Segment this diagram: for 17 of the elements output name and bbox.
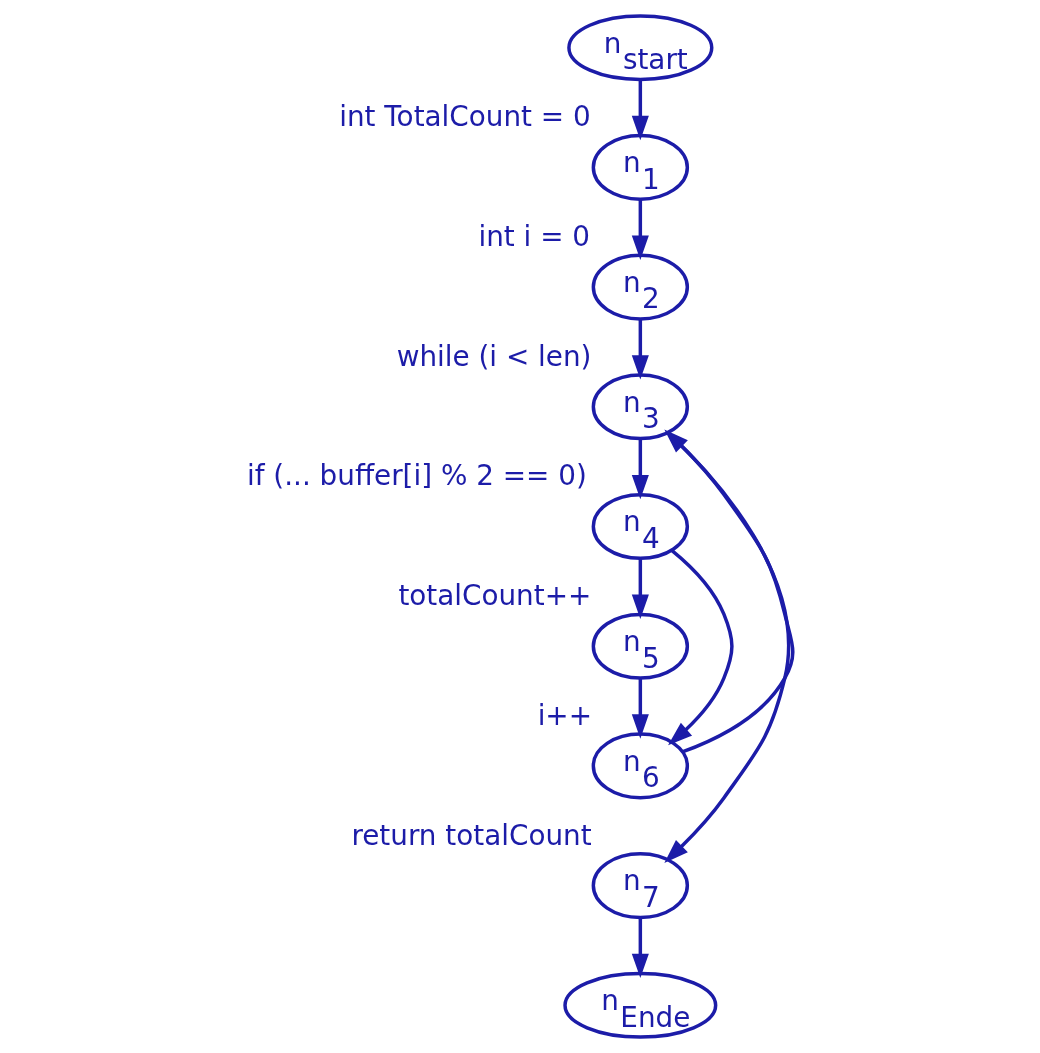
node-label: return totalCount: [351, 818, 592, 852]
arrow: [631, 80, 649, 141]
node-label: if (... buffer[i] % 2 == 0): [246, 459, 587, 493]
arrow: [631, 917, 649, 979]
node-label: totalCount++: [398, 579, 592, 613]
node-label: int i = 0: [478, 220, 591, 254]
arrow: [664, 431, 791, 863]
arrow: [631, 439, 649, 500]
arrow: [631, 319, 649, 380]
node-label: i++: [537, 698, 593, 732]
arrow: [664, 429, 795, 754]
arrow: [631, 558, 649, 619]
node-label: while (i < len): [396, 339, 592, 373]
arrow: [631, 199, 649, 260]
arrow: [631, 678, 649, 739]
arrow: [668, 549, 734, 746]
node-label: int TotalCount = 0: [339, 100, 591, 134]
